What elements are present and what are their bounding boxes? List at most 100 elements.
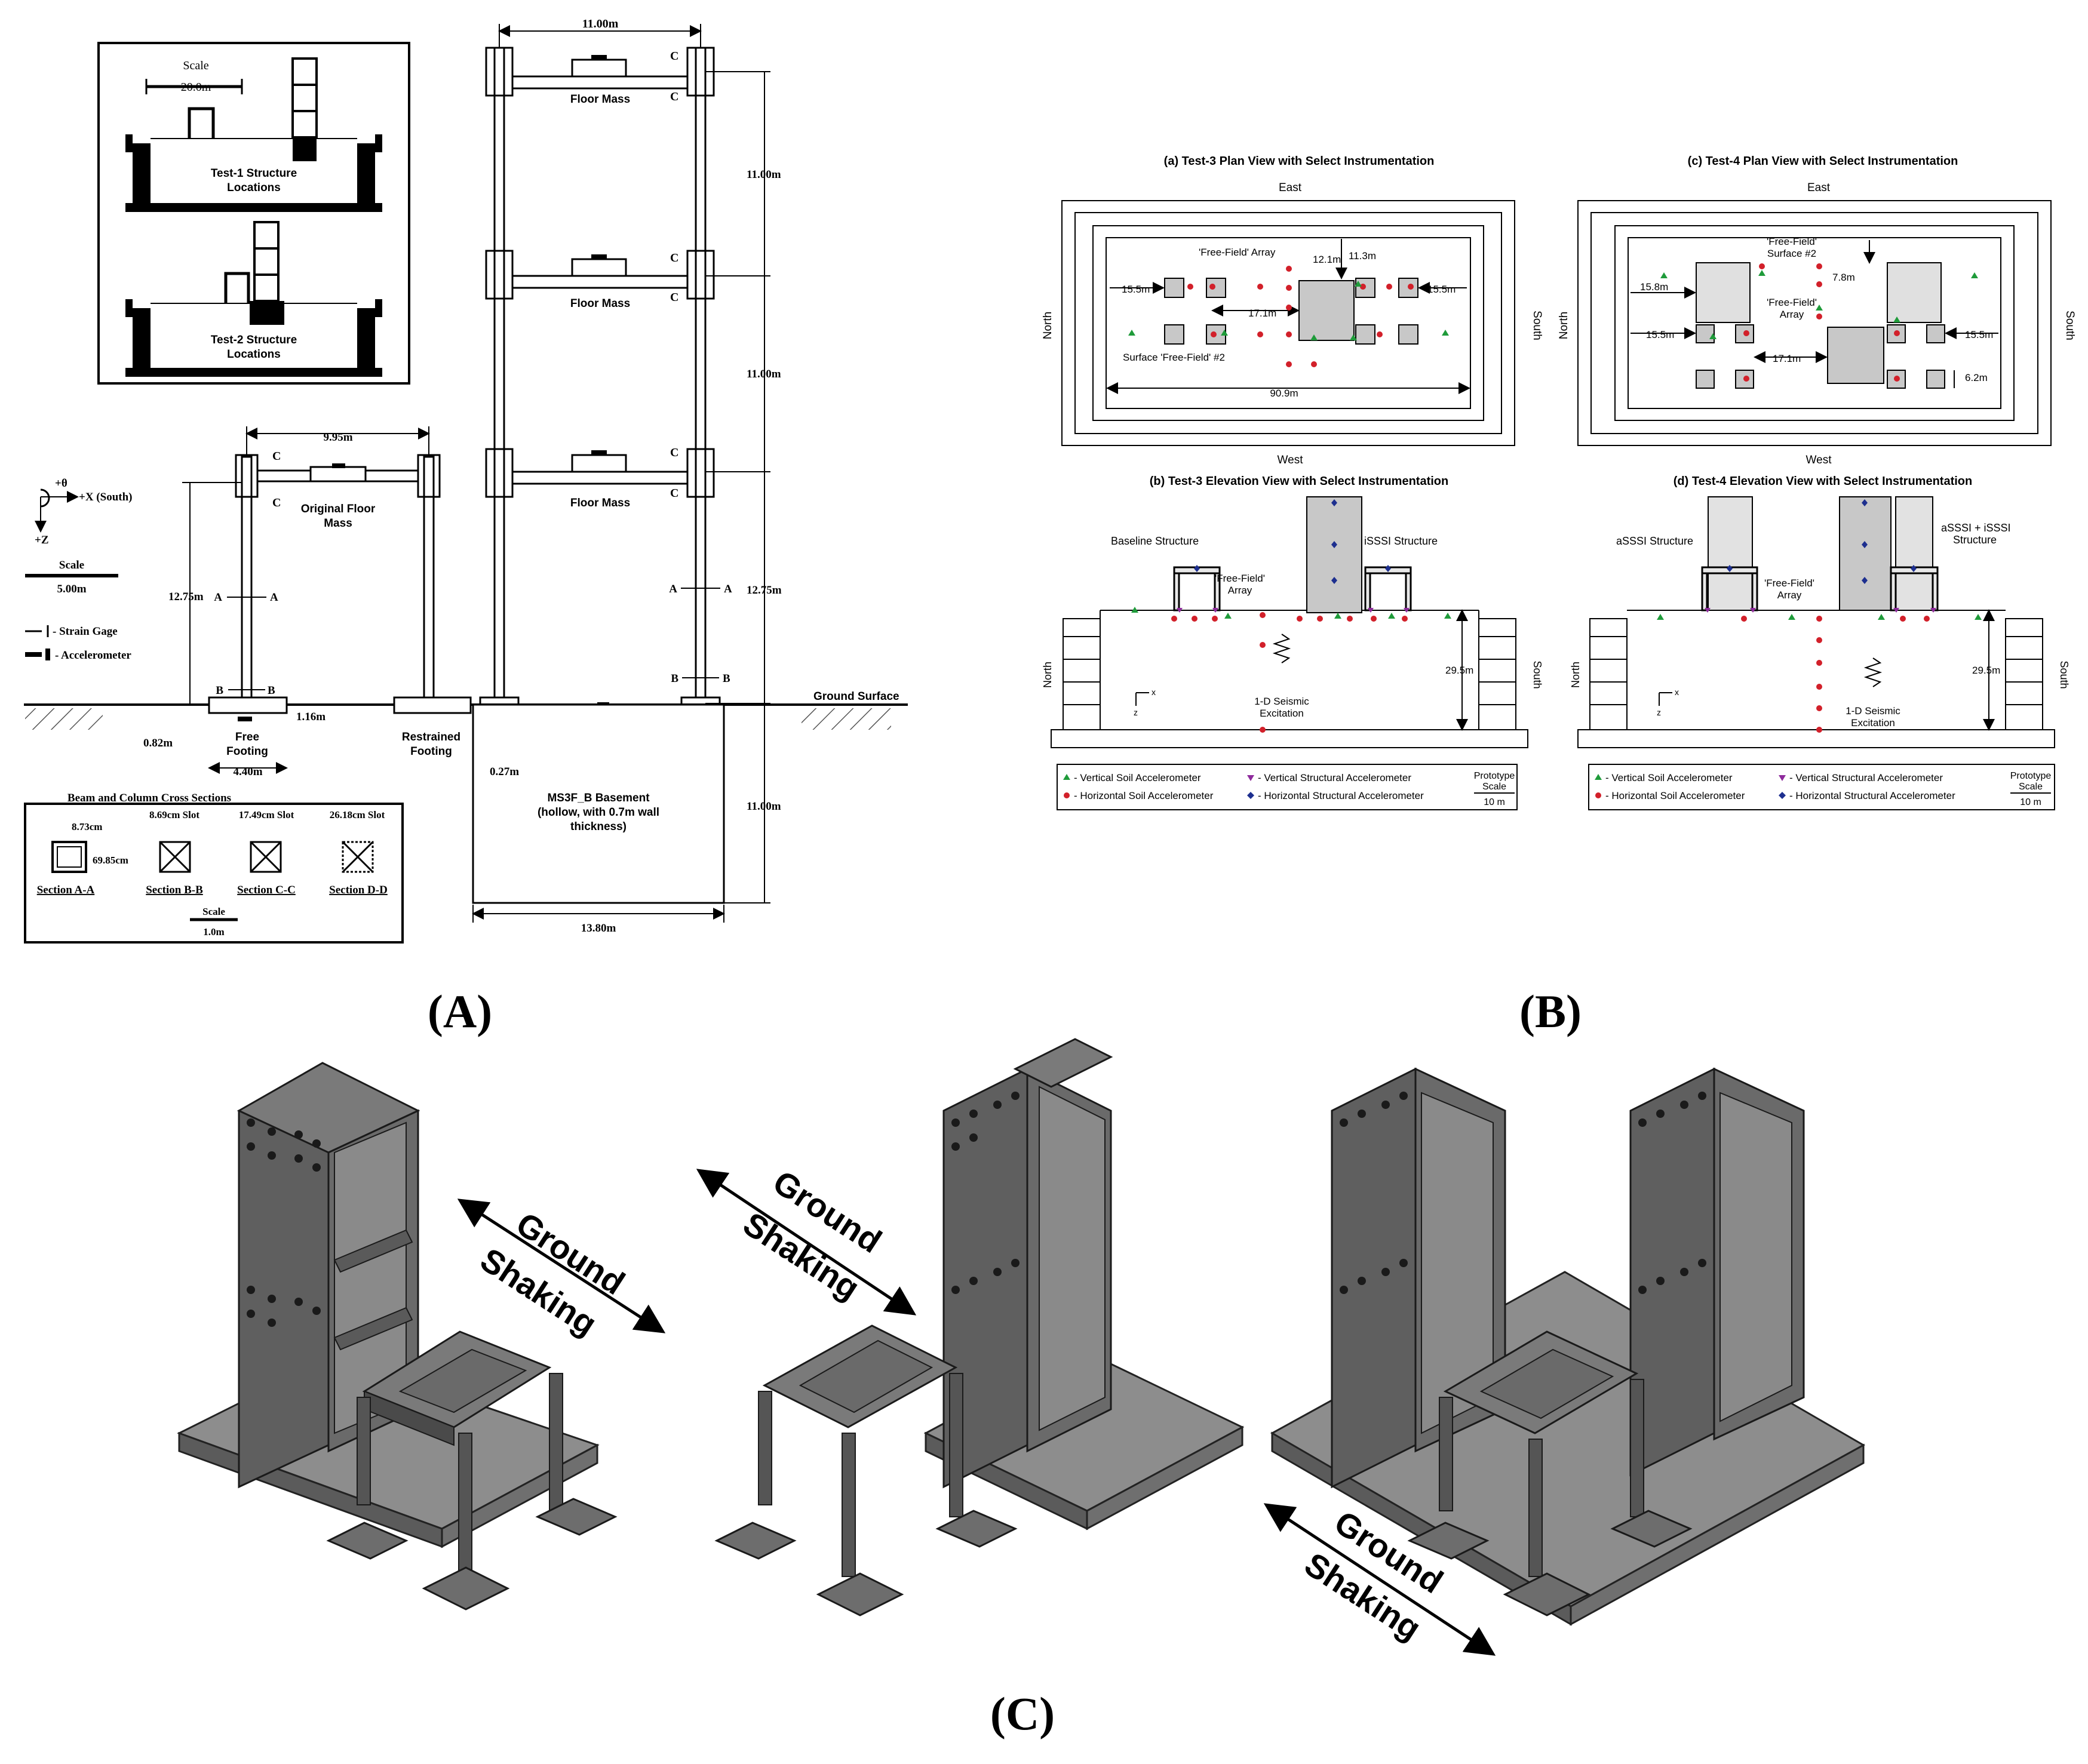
svg-text:aSSSI Structure: aSSSI Structure — [1616, 535, 1693, 547]
svg-text:Excitation: Excitation — [1851, 717, 1895, 729]
svg-text:Prototype: Prototype — [2010, 771, 2052, 781]
svg-text:C: C — [670, 50, 678, 63]
svg-text:11.3m: 11.3m — [1349, 250, 1376, 262]
panel-c: Ground Shaking — [177, 1038, 1866, 1656]
svg-text:- Accelerometer: - Accelerometer — [55, 649, 131, 662]
test1-label-2: Locations — [227, 182, 281, 194]
free-footing-1: Free — [235, 731, 259, 743]
test2-label-2: Locations — [227, 348, 281, 361]
svg-text:Section B-B: Section B-B — [146, 884, 203, 896]
plan-view-test3: East West North South 15.5m 15.5m 'Free-… — [1042, 182, 1543, 466]
restrained-footing-1: Restrained — [402, 731, 460, 743]
basement-3: thickness) — [570, 820, 627, 833]
right-dimensions: 11.00m 11.00m 12.75m 11.00m — [705, 71, 782, 903]
svg-text:Section C-C: Section C-C — [237, 884, 296, 896]
svg-text:12.1m: 12.1m — [1313, 254, 1341, 265]
svg-text:C: C — [272, 450, 281, 463]
svg-text:C: C — [670, 90, 678, 103]
orig-floor-mass-1: Original Floor — [301, 503, 376, 515]
svg-text:17.49cm Slot: 17.49cm Slot — [239, 809, 294, 820]
dim-basement-width: 13.80m — [581, 922, 616, 935]
b-title-d: (d) Test-4 Elevation View with Select In… — [1674, 475, 1972, 488]
short-frame: Original Floor Mass 9.95m 12.75m A A B B… — [168, 426, 732, 703]
dim-story-2: 11.00m — [747, 368, 781, 380]
svg-text:Structure: Structure — [1953, 534, 1997, 546]
svg-text:A: A — [724, 583, 732, 595]
svg-text:South: South — [1531, 660, 1543, 689]
svg-text:- Vertical Soil Accelerometer: - Vertical Soil Accelerometer — [1074, 772, 1201, 783]
svg-text:aSSSI + iSSSI: aSSSI + iSSSI — [1941, 522, 2011, 534]
legend-test4: - Vertical Soil Accelerometer - Horizont… — [1588, 764, 2055, 810]
c-section-marks: C C C C C C C C — [272, 50, 678, 509]
model-scene-2: Ground Shaking — [696, 1038, 1245, 1617]
inset-scale-bar: Scale 20.0m — [145, 59, 243, 94]
test1-container: Test-1 Structure Locations — [125, 57, 382, 212]
svg-text:'Free-Field' Array: 'Free-Field' Array — [1199, 247, 1276, 258]
svg-text:15.5m: 15.5m — [1646, 329, 1674, 340]
svg-text:North: North — [1042, 312, 1054, 339]
svg-text:Section D-D: Section D-D — [329, 884, 388, 896]
svg-text:Section A-A: Section A-A — [37, 884, 95, 896]
svg-text:z: z — [1134, 708, 1138, 717]
test2-container: Test-2 Structure Locations — [125, 221, 382, 377]
svg-text:Baseline Structure: Baseline Structure — [1111, 535, 1199, 547]
svg-text:17.1m: 17.1m — [1773, 353, 1801, 364]
dim-footing-width: 4.40m — [233, 766, 262, 778]
floor-mass-label-1: Floor Mass — [570, 93, 630, 106]
svg-text:B: B — [268, 684, 275, 697]
svg-text:5.00m: 5.00m — [57, 583, 86, 595]
legend-test3: - Vertical Soil Accelerometer - Horizont… — [1057, 764, 1518, 810]
basement-2: (hollow, with 0.7m wall — [538, 806, 659, 819]
svg-text:North: North — [1570, 662, 1582, 688]
svg-text:- Vertical Structural Accelero: - Vertical Structural Accelerometer — [1789, 772, 1943, 783]
dim-top-span: 11.00m — [582, 17, 619, 30]
svg-text:1-D Seismic: 1-D Seismic — [1254, 696, 1309, 707]
inset-scale-value: 20.0m — [181, 81, 211, 94]
svg-text:8.69cm Slot: 8.69cm Slot — [149, 809, 199, 820]
b-title-b: (b) Test-3 Elevation View with Select In… — [1150, 475, 1448, 488]
svg-text:+θ: +θ — [55, 477, 67, 490]
basement-1: MS3F_B Basement — [547, 792, 650, 804]
svg-text:- Horizontal Structural Accele: - Horizontal Structural Accelerometer — [1258, 790, 1424, 801]
test2-label-1: Test-2 Structure — [211, 334, 297, 346]
panel-label-b: (B) — [1519, 985, 1582, 1037]
svg-text:Surface #2: Surface #2 — [1767, 248, 1816, 259]
plan-view-test4: East West North South 'Free-Field' Surfa… — [1558, 182, 2076, 466]
dim-027: 0.27m — [490, 766, 519, 778]
svg-text:B: B — [216, 684, 223, 697]
orig-floor-mass-2: Mass — [324, 517, 352, 530]
svg-text:- Horizontal Soil Acceleromete: - Horizontal Soil Accelerometer — [1605, 790, 1745, 801]
svg-text:10 m: 10 m — [2020, 797, 2041, 807]
svg-text:C: C — [670, 487, 678, 500]
restrained-footing-2: Footing — [410, 745, 452, 758]
svg-text:Surface 'Free-Field' #2: Surface 'Free-Field' #2 — [1123, 352, 1225, 363]
svg-text:B: B — [671, 672, 678, 685]
svg-text:x: x — [1152, 687, 1156, 697]
svg-text:- Horizontal Soil Acceleromete: - Horizontal Soil Accelerometer — [1074, 790, 1214, 801]
svg-text:North: North — [1042, 662, 1054, 688]
panel-label-c: (C) — [990, 1688, 1055, 1740]
svg-text:'Free-Field': 'Free-Field' — [1215, 573, 1265, 584]
elevation-test3: Baseline Structure iSSSI Structure 'Free… — [1042, 496, 1543, 748]
inset-scale-label: Scale — [183, 59, 208, 72]
model-scene-3: Ground Shaking — [1263, 1067, 1866, 1656]
svg-text:'Free-Field': 'Free-Field' — [1764, 577, 1814, 589]
b-title-a: (a) Test-3 Plan View with Select Instrum… — [1164, 155, 1435, 168]
svg-text:B: B — [723, 672, 730, 685]
b-title-c: (c) Test-4 Plan View with Select Instrum… — [1688, 155, 1958, 168]
svg-text:South: South — [2058, 660, 2070, 689]
svg-text:- Vertical Structural Accelero: - Vertical Structural Accelerometer — [1258, 772, 1411, 783]
ground-shaking-2: Ground Shaking — [696, 1163, 917, 1316]
svg-text:East: East — [1279, 182, 1302, 194]
svg-text:29.5m: 29.5m — [1445, 665, 1473, 676]
svg-text:15.5m: 15.5m — [1427, 284, 1456, 295]
tall-frame: Floor Mass Floor Mass Floor Mass — [479, 47, 721, 707]
svg-text:Beam and Column Cross Sections: Beam and Column Cross Sections — [67, 792, 231, 804]
svg-text:C: C — [272, 496, 281, 509]
svg-text:90.9m: 90.9m — [1270, 388, 1298, 399]
ground-shaking-1: Ground Shaking — [457, 1198, 666, 1343]
dim-story-1: 11.00m — [747, 168, 781, 181]
svg-text:+Z: +Z — [35, 534, 49, 546]
svg-text:Scale: Scale — [202, 906, 225, 917]
